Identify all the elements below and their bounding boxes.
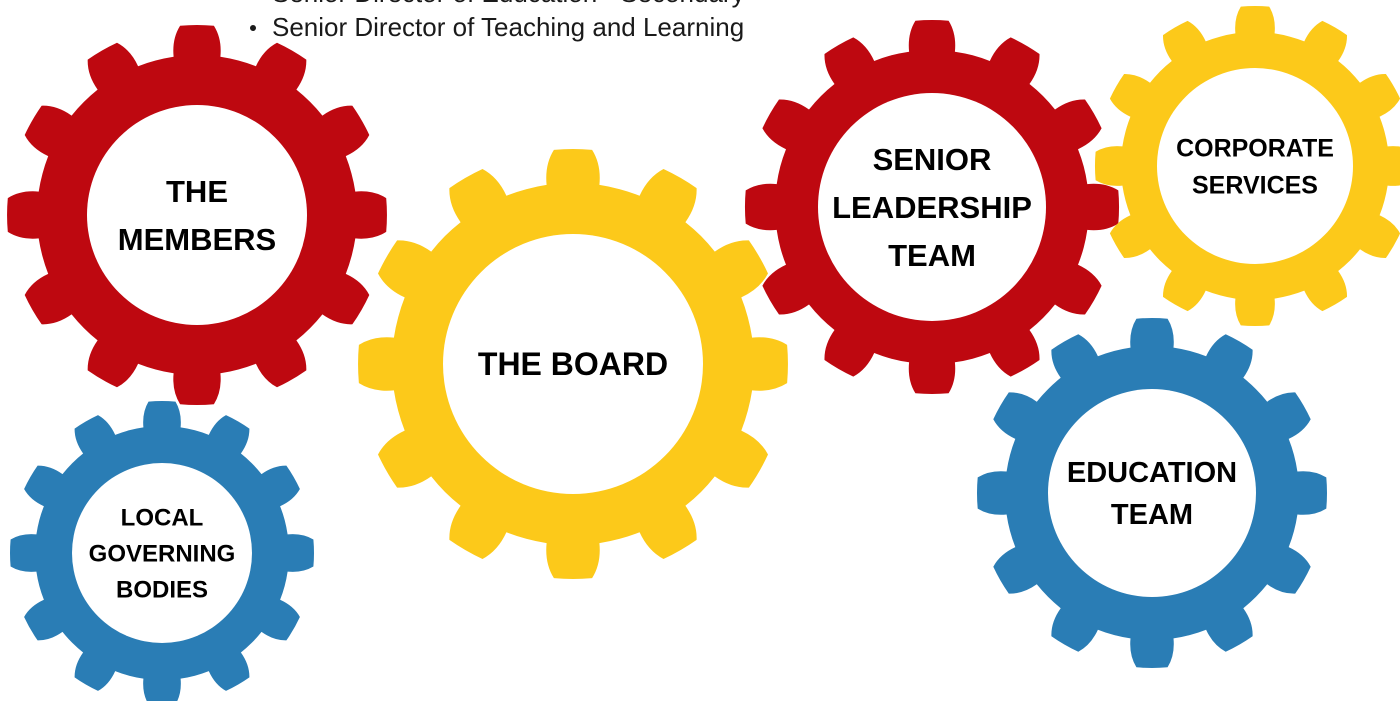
bullet-item: Senior Director of Education - Secondary (246, 0, 745, 10)
gear-lgb-center (72, 463, 252, 643)
gear-slt-center (818, 93, 1046, 321)
bullet-list: Senior Director of Education - Secondary… (246, 0, 745, 44)
gear-board: THE BOARD (358, 149, 788, 579)
gear-education-center (1048, 389, 1256, 597)
bullet-text: Senior Director of Education - Secondary (272, 0, 745, 8)
gear-members-center (87, 105, 307, 325)
bullet-item: Senior Director of Teaching and Learning (246, 10, 745, 44)
gear-board-label: THE BOARD (478, 346, 668, 382)
bullet-dot (250, 25, 256, 31)
bullet-text: Senior Director of Teaching and Learning (272, 12, 745, 42)
gear-corporate-center (1157, 68, 1353, 264)
gear-board-center (443, 234, 703, 494)
